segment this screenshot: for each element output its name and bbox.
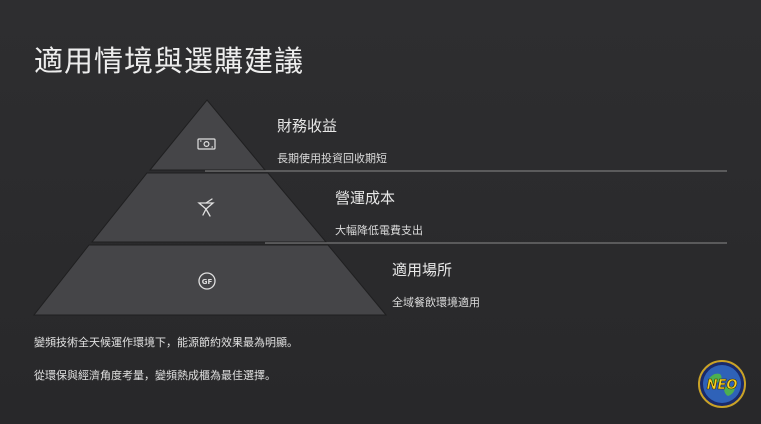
- body-text-line-1: 變頻技術全天候運作環境下，能源節約效果最為明顯。: [34, 336, 298, 349]
- pyramid-tier-top: [148, 99, 267, 171]
- money-bill-icon: [197, 138, 216, 150]
- satellite-dish-icon: [197, 198, 215, 217]
- tier-description: 大幅降低電費支出: [335, 224, 423, 237]
- gluten-free-icon: GF: [198, 272, 216, 290]
- tier-description: 長期使用投資回收期短: [277, 152, 387, 165]
- tier-heading: 財務收益: [277, 117, 338, 135]
- logo-text: NEO: [707, 378, 738, 393]
- tier-financial-text: 財務收益 長期使用投資回收期短: [277, 115, 387, 166]
- pyramid-tier-bottom: [32, 244, 388, 316]
- tier-venue-text: 適用場所 全域餐飲環境適用: [392, 259, 480, 310]
- neo-globe-logo: NEO: [698, 360, 746, 408]
- tier-heading: 適用場所: [392, 261, 453, 279]
- svg-text:GF: GF: [202, 278, 213, 286]
- pyramid-tier-middle: [90, 172, 328, 243]
- tier-description: 全域餐飲環境適用: [392, 296, 480, 309]
- tier-heading: 營運成本: [335, 189, 396, 207]
- tier-operating-text: 營運成本 大幅降低電費支出: [335, 187, 423, 238]
- body-text-line-2: 從環保與經濟角度考量，變頻熱成櫃為最佳選擇。: [34, 369, 276, 382]
- slide-title: 適用情境與選購建議: [34, 44, 305, 78]
